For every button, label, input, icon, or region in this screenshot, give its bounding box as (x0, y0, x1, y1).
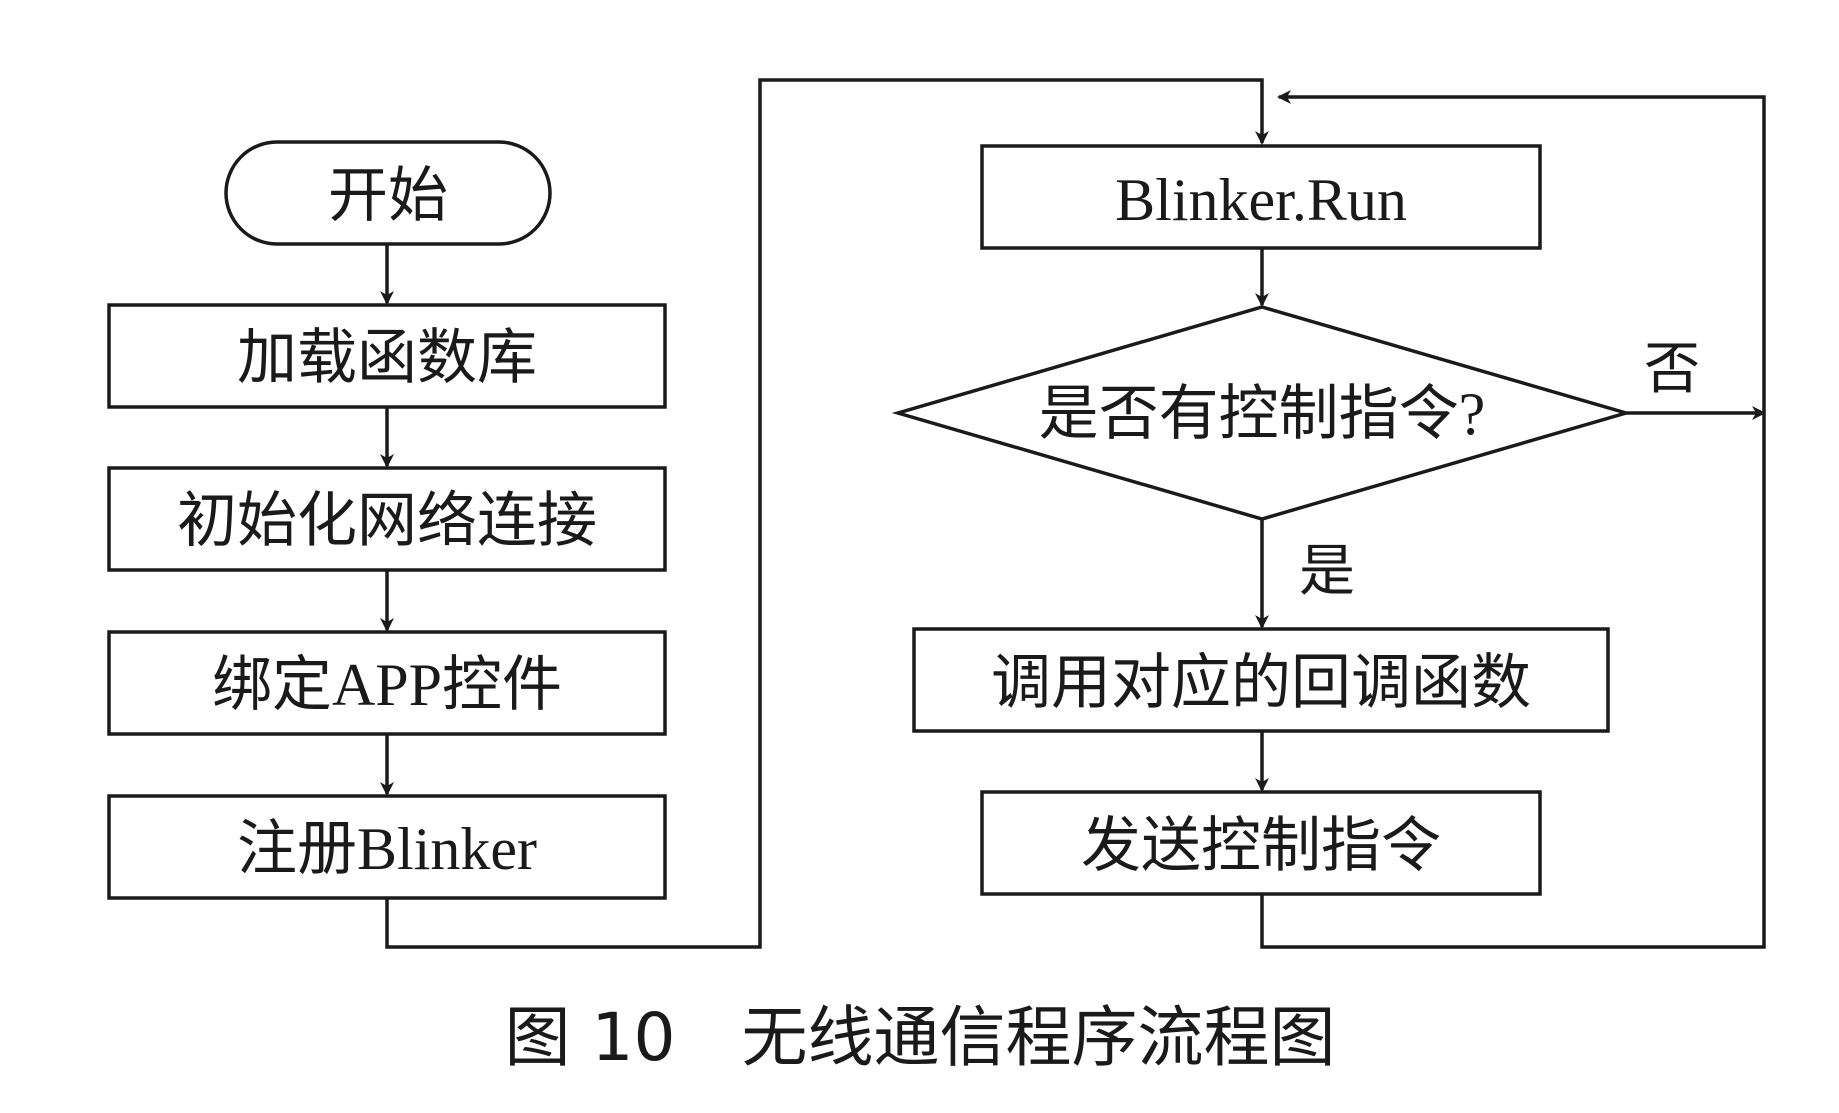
figure-caption: 图 10 无线通信程序流程图 (505, 999, 1336, 1076)
loop-back-connector (1260, 90, 1766, 949)
load-library-node: 加载函数库 (107, 303, 667, 409)
init-network-node: 初始化网络连接 (107, 466, 667, 572)
init-network-label: 初始化网络连接 (177, 488, 597, 554)
start-node: 开始 (224, 140, 552, 246)
register-blinker-label: 注册Blinker (237, 816, 537, 882)
edge-label-no: 否 (1644, 339, 1700, 401)
connector-register-to-run (385, 78, 1269, 949)
blinker-run-node: Blinker.Run (980, 144, 1542, 250)
bind-app-label: 绑定APP控件 (212, 652, 562, 718)
decision-node: 是否有控制指令? (891, 305, 1633, 521)
send-command-node: 发送控制指令 (980, 790, 1542, 896)
call-callback-label: 调用对应的回调函数 (991, 650, 1531, 716)
call-callback-node: 调用对应的回调函数 (912, 627, 1610, 733)
decision-label: 是否有控制指令? (1039, 381, 1486, 447)
blinker-run-label: Blinker.Run (1115, 167, 1407, 233)
bind-app-node: 绑定APP控件 (107, 630, 667, 736)
edge-label-yes: 是 (1299, 541, 1355, 603)
send-command-label: 发送控制指令 (1081, 813, 1441, 879)
load-library-label: 加载函数库 (237, 325, 537, 391)
register-blinker-node: 注册Blinker (107, 794, 667, 900)
start-label: 开始 (328, 163, 448, 229)
